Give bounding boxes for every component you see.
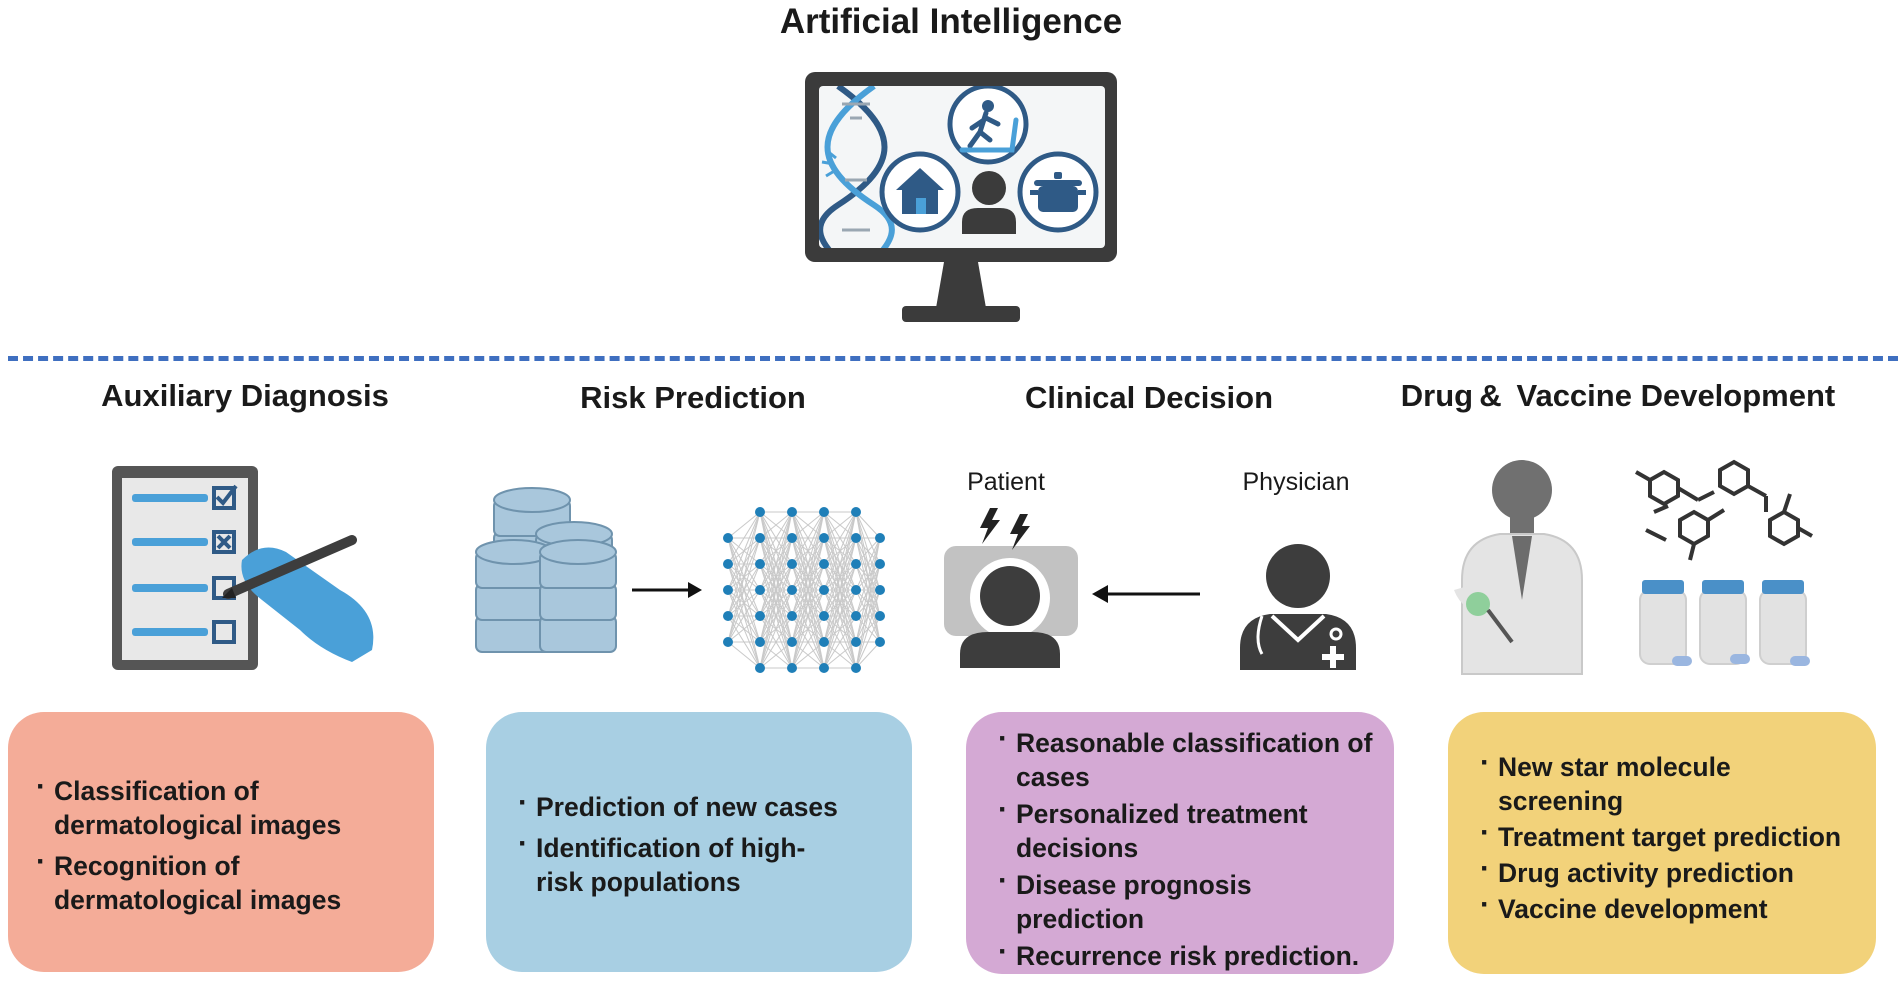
list-item: Vaccine development: [1478, 888, 1850, 926]
list-item: Prediction of new cases: [516, 786, 842, 824]
doctor-icon: [1240, 544, 1356, 670]
box-auxiliary-diagnosis: Classification of dermatological images …: [8, 712, 434, 972]
physician-label: Physician: [1242, 468, 1350, 496]
person-icon: [962, 171, 1016, 234]
list-item: Drug activity prediction: [1478, 852, 1850, 890]
list-item: Recognition of dermatological images: [34, 845, 410, 917]
neural-network-icon: [723, 507, 885, 673]
figure-title: Artificial Intelligence: [779, 2, 1123, 41]
medicine-bottle-icon: [1639, 580, 1810, 666]
dashed-divider: [8, 356, 1898, 361]
patient-label: Patient: [967, 468, 1045, 496]
box-drug-vaccine-development: New star molecule screening Treatment ta…: [1448, 712, 1876, 974]
arrow-left-icon: [1092, 585, 1200, 603]
list-item: New star molecule screening: [1478, 746, 1850, 818]
list-item: Treatment target prediction: [1478, 816, 1850, 854]
checklist-icon: [112, 466, 258, 670]
list-item: Classification of dermatological images: [34, 770, 410, 842]
list-item: Personalized treatment decisions: [996, 793, 1378, 865]
box-risk-prediction: Prediction of new cases Identification o…: [486, 712, 912, 972]
database-icon: [475, 487, 617, 653]
scientist-icon: [1454, 460, 1583, 675]
cooking-pot-icon: [1017, 151, 1099, 233]
treadmill-icon: [947, 86, 1029, 165]
list-item: Recurrence risk prediction.: [996, 935, 1378, 973]
monitor-icon: [805, 72, 1117, 322]
heading-auxiliary-diagnosis: Auxiliary Diagnosis: [101, 378, 389, 413]
list-item: Identification of high-risk populations: [516, 827, 842, 899]
heading-clinical-decision: Clinical Decision: [1024, 380, 1274, 415]
hand-pen-icon: [222, 535, 374, 662]
list-item: Disease prognosis prediction: [996, 864, 1378, 936]
heading-risk-prediction: Risk Prediction: [580, 380, 806, 415]
arrow-right-icon: [632, 582, 702, 598]
patient-icon: [944, 508, 1078, 668]
heading-drug-vaccine-development: Drug & Vaccine Development: [1400, 378, 1836, 413]
list-item: Reasonable classification of cases: [996, 722, 1378, 794]
dna-icon: [819, 86, 895, 248]
home-icon: [879, 151, 961, 233]
box-clinical-decision: Reasonable classification of cases Perso…: [966, 712, 1394, 974]
molecule-icon: [1635, 459, 1813, 561]
